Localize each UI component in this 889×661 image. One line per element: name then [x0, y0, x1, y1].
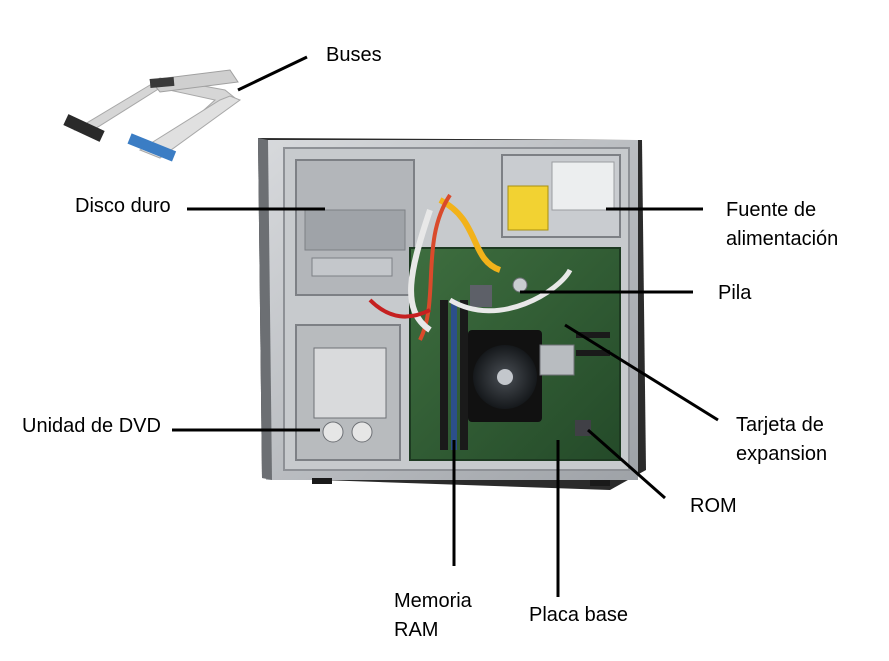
- leader-line-buses: [237, 55, 308, 92]
- label-buses: Buses: [326, 44, 382, 66]
- label-tarjeta-de-expansion: Tarjeta de expansion: [736, 414, 828, 465]
- pc-case-interior-icon: [258, 138, 646, 490]
- label-placa-base: Placa base: [529, 604, 628, 626]
- label-disco-duro: Disco duro: [75, 195, 171, 217]
- leader-lines: [172, 55, 719, 597]
- label-fuente-de-alimentacion: Fuente de alimentación: [726, 199, 839, 250]
- leader-line-rom: [587, 428, 666, 500]
- label-rom: ROM: [690, 495, 737, 517]
- label-memoria-ram: Memoria RAM: [394, 590, 472, 641]
- leader-line-tarjeta: [564, 323, 719, 422]
- ide-ribbon-cable-icon: [63, 69, 242, 162]
- label-unidad-de-dvd: Unidad de DVD: [22, 415, 161, 437]
- label-pila: Pila: [718, 282, 752, 304]
